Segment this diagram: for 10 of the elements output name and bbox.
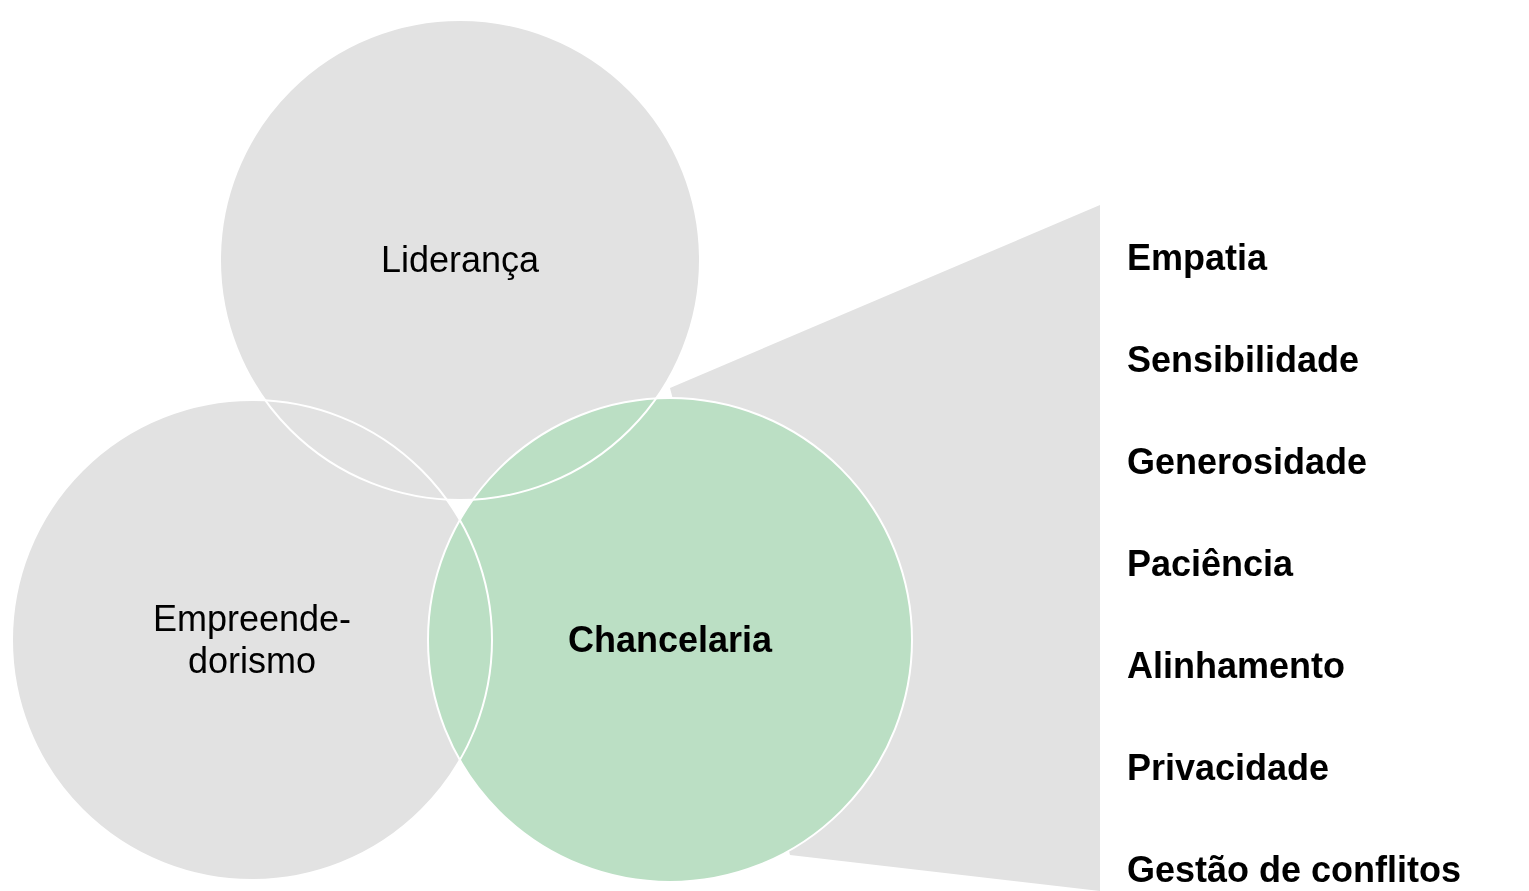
trait-label: Paciência xyxy=(1127,543,1294,585)
circle-label: Liderança xyxy=(379,239,541,281)
trait-label: Generosidade xyxy=(1127,441,1368,483)
trait-label: Sensibilidade xyxy=(1127,339,1360,381)
trait-label: Alinhamento xyxy=(1127,645,1345,687)
circle-label: Empreende- dorismo xyxy=(151,598,353,682)
trait-label: Privacidade xyxy=(1127,747,1330,789)
circle-label: Chancelaria xyxy=(566,619,774,661)
trait-label: Gestão de conflitos xyxy=(1127,849,1462,891)
trait-label: Empatia xyxy=(1127,237,1268,279)
